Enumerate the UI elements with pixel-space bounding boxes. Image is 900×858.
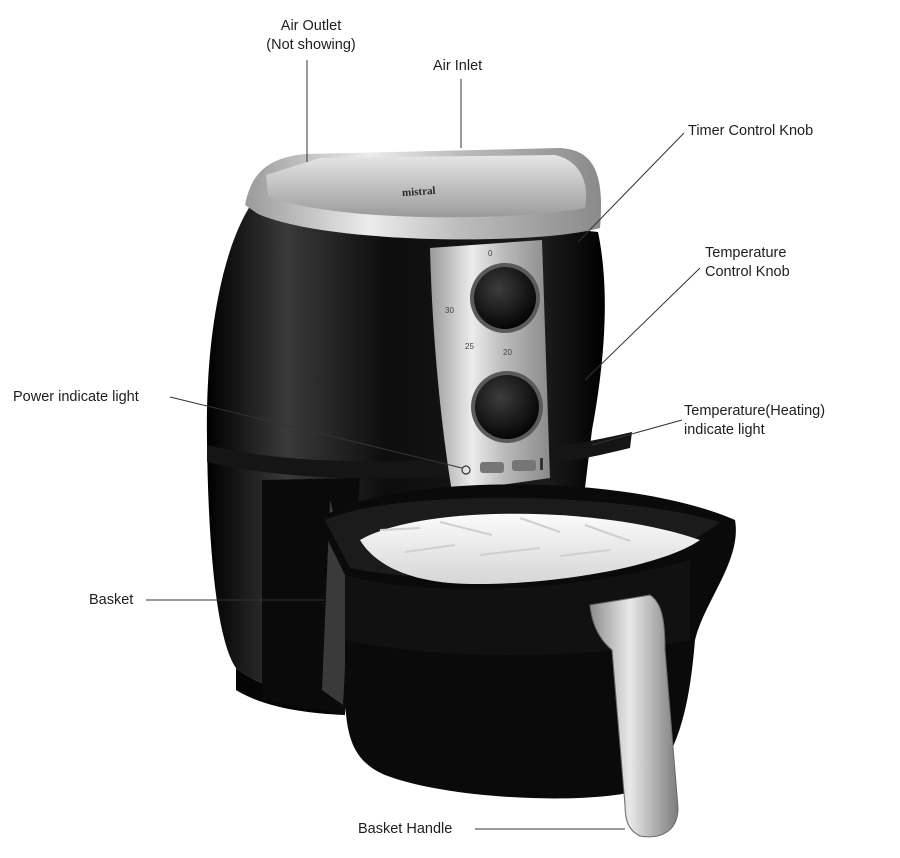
label-temp-light-line2: indicate light bbox=[684, 422, 765, 438]
lid-top bbox=[245, 148, 602, 240]
leader-lines bbox=[146, 60, 701, 830]
label-air-outlet-line2: (Not showing) bbox=[266, 37, 356, 53]
label-temp-light: Temperature(Heating) indicate light bbox=[684, 402, 825, 440]
label-timer-knob: Timer Control Knob bbox=[688, 123, 814, 139]
label-air-inlet: Air Inlet bbox=[433, 58, 483, 74]
label-air-outlet-line1: Air Outlet bbox=[280, 18, 342, 34]
thermometer-icon bbox=[540, 458, 543, 470]
indicator-slot-left bbox=[480, 462, 504, 473]
label-basket: Basket bbox=[89, 592, 134, 608]
dial-mark-30: 30 bbox=[445, 306, 454, 315]
timer-knob[interactable] bbox=[474, 267, 536, 329]
dial-mark-0: 0 bbox=[488, 249, 493, 258]
basket-handle[interactable] bbox=[589, 594, 679, 838]
dial-mark-20: 20 bbox=[503, 348, 512, 357]
brand-logo: mistral bbox=[401, 184, 436, 200]
label-temp-knob-line1: Temperature bbox=[705, 245, 787, 261]
indicator-slot-right bbox=[512, 460, 536, 471]
label-temp-knob: Temperature Control Knob bbox=[705, 244, 790, 282]
temperature-knob[interactable] bbox=[475, 375, 539, 439]
dial-mark-25: 25 bbox=[465, 342, 474, 351]
control-panel bbox=[430, 240, 550, 492]
label-temp-knob-line2: Control Knob bbox=[705, 264, 790, 280]
label-air-outlet: Air Outlet (Not showing) bbox=[251, 17, 371, 55]
label-power-light: Power indicate light bbox=[13, 389, 139, 405]
label-temp-light-line1: Temperature(Heating) bbox=[684, 403, 826, 419]
label-basket-handle: Basket Handle bbox=[358, 821, 453, 837]
power-icon bbox=[461, 465, 471, 475]
